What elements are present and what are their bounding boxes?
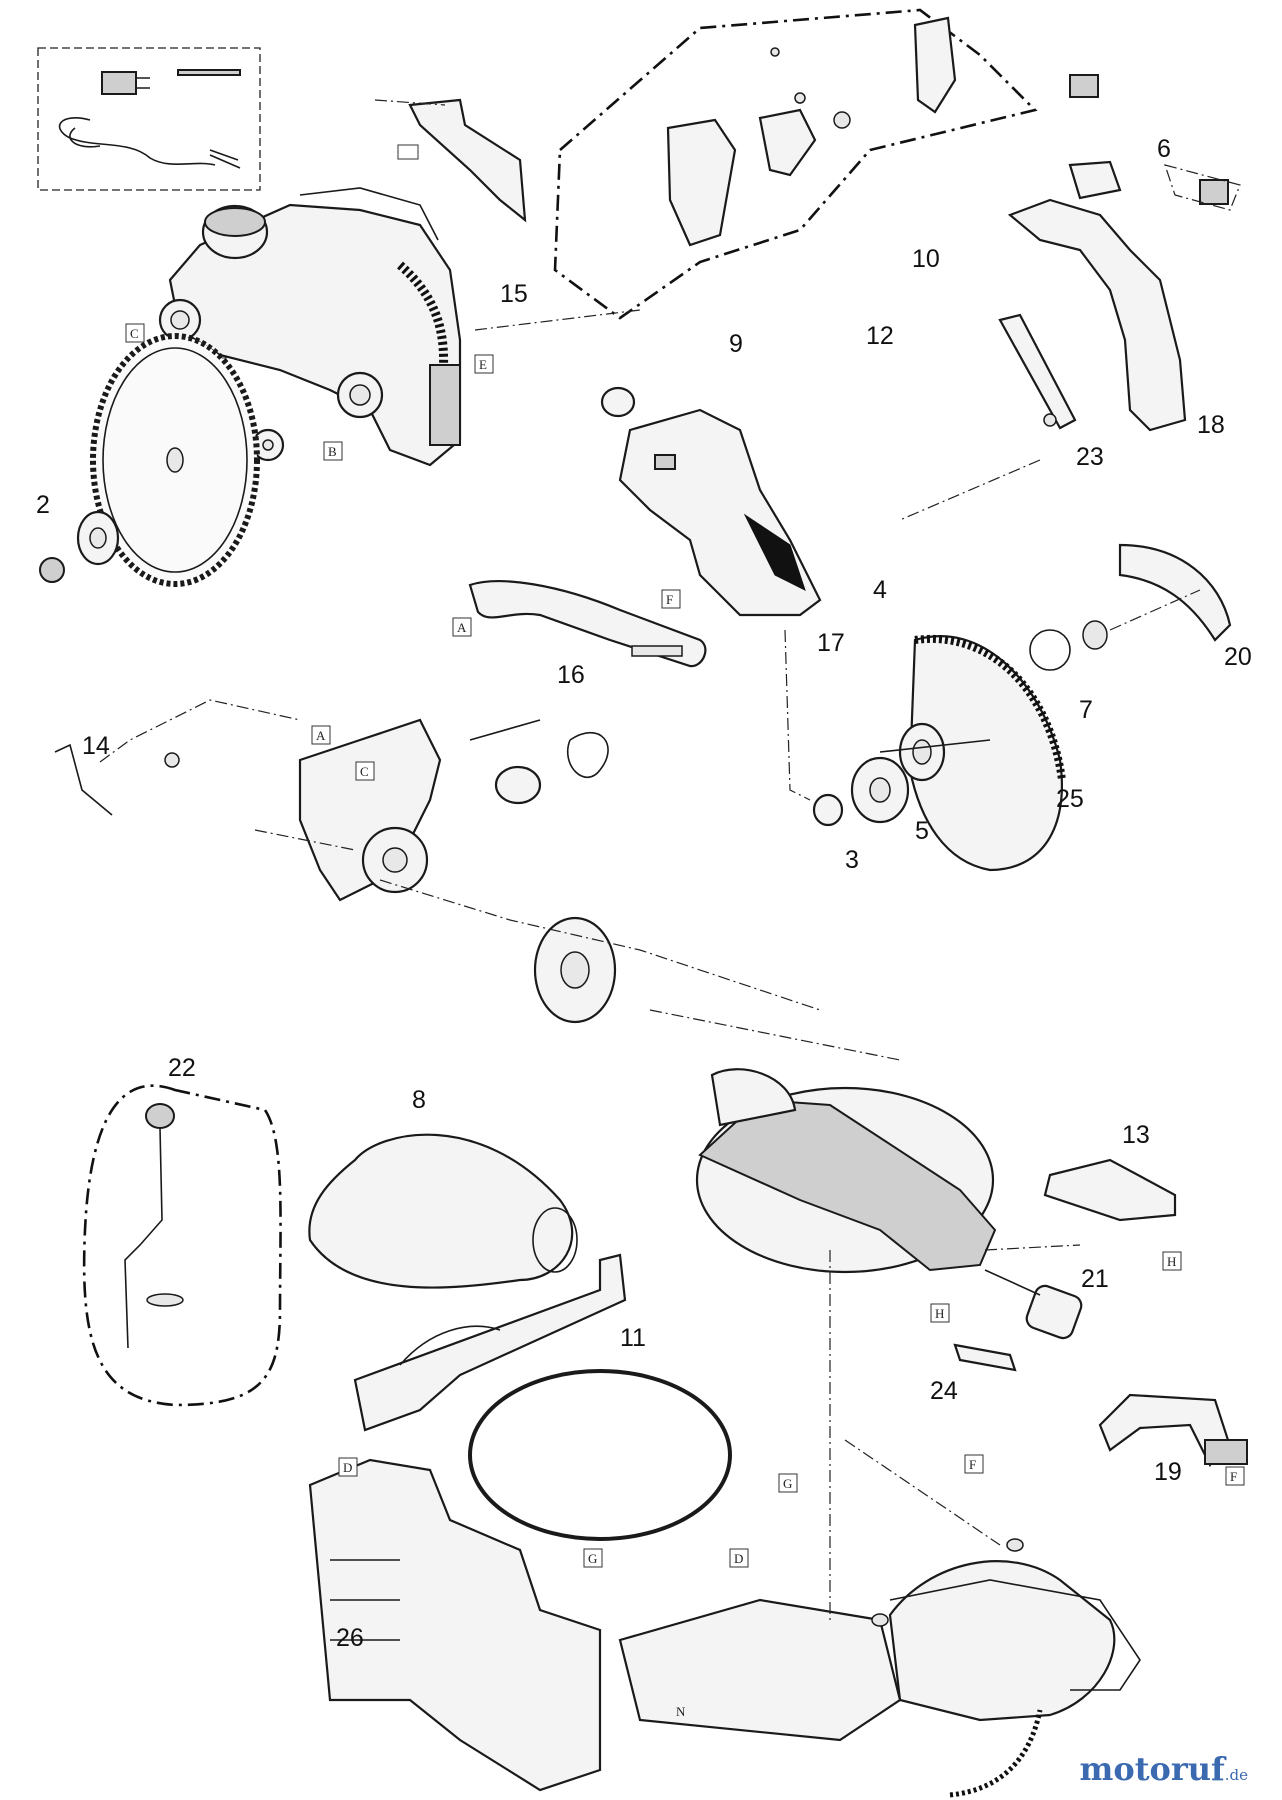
detent-plate: [953, 1343, 1017, 1372]
hold-down-clamp: [82, 1084, 282, 1407]
link-arm: [468, 580, 707, 668]
watermark-tld: .de: [1224, 1766, 1248, 1784]
lock-lever: [998, 313, 1077, 430]
lower-blade-guard: [879, 634, 1066, 872]
switch-handle: [600, 386, 822, 617]
callout-labels: 2 3 4 5 6 7 8 9 10 11 12 13 14 15 16 17 …: [36, 135, 1252, 1652]
ref-E: E: [479, 357, 487, 372]
rear-guard: [1082, 543, 1232, 650]
callout-13: 13: [1122, 1121, 1150, 1149]
watermark-logo: motoruf.de: [1080, 1750, 1248, 1788]
callout-24: 24: [930, 1377, 958, 1405]
ref-G-2: G: [783, 1476, 792, 1491]
callout-4: 4: [873, 576, 887, 604]
dust-bag: [308, 1133, 578, 1289]
callout-11: 11: [620, 1324, 646, 1352]
miter-base: [618, 1538, 1141, 1798]
fence: [353, 1253, 627, 1432]
callout-23: 23: [1076, 443, 1104, 471]
callout-8: 8: [412, 1086, 426, 1114]
ref-C-2: C: [360, 764, 369, 779]
base-extension: [308, 1458, 602, 1792]
callout-20: 20: [1224, 643, 1252, 671]
ref-H: H: [935, 1306, 944, 1321]
callout-9: 9: [729, 330, 743, 358]
power-cord-inset: [37, 47, 261, 191]
ref-G: G: [588, 1551, 597, 1566]
callout-17: 17: [817, 629, 845, 657]
reference-letters: A A B C C D D E F F F G G H H N: [125, 323, 1245, 1719]
blade-guard-bracket: [397, 98, 527, 223]
table-extension: [1098, 1393, 1248, 1468]
flanges: [812, 629, 1071, 827]
saw-blade: [90, 333, 260, 587]
ref-A: A: [457, 620, 467, 635]
lock-knob: [984, 1269, 1083, 1340]
callout-16: 16: [557, 661, 585, 689]
connection-lines: [99, 99, 1201, 1620]
callout-5: 5: [915, 817, 929, 845]
watermark-brand: motoruf: [1079, 1750, 1225, 1788]
callout-26: 26: [336, 1624, 364, 1652]
turntable-base: [695, 1068, 997, 1274]
callout-6: 6: [1157, 135, 1171, 163]
handle-bracket: [1007, 160, 1241, 432]
callout-14: 14: [82, 732, 110, 760]
ref-F: F: [666, 592, 673, 607]
laser-assembly: [553, 8, 1099, 320]
ref-B: B: [328, 444, 337, 459]
callout-3: 3: [845, 846, 859, 874]
callout-7: 7: [1079, 696, 1093, 724]
callout-22: 22: [168, 1054, 196, 1082]
pivot-bracket: [54, 718, 609, 902]
ref-C: C: [130, 326, 139, 341]
ref-A-2: A: [316, 728, 326, 743]
callout-25: 25: [1056, 785, 1084, 813]
callout-10: 10: [912, 245, 940, 273]
callout-15: 15: [500, 280, 528, 308]
arbor-washer: [39, 510, 120, 583]
o-ring: [468, 1369, 732, 1541]
callout-18: 18: [1197, 411, 1225, 439]
callout-19: 19: [1154, 1458, 1182, 1486]
ref-D-2: D: [734, 1551, 743, 1566]
callout-12: 12: [866, 322, 894, 350]
bevel-lock: [1043, 1158, 1177, 1222]
ref-H-2: H: [1167, 1254, 1176, 1269]
ref-F-2: F: [969, 1457, 976, 1472]
upper-arm-housing: [158, 187, 462, 467]
callout-21: 21: [1081, 1265, 1109, 1293]
pivot-plate: [533, 916, 617, 1024]
ref-D: D: [343, 1460, 352, 1475]
ref-N: N: [676, 1704, 686, 1719]
ref-F-3: F: [1230, 1469, 1237, 1484]
callout-2: 2: [36, 491, 50, 519]
